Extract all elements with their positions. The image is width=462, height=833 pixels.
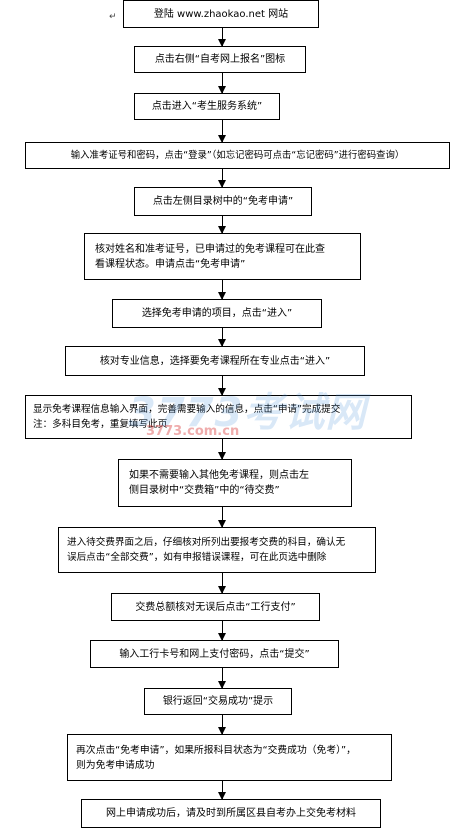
- step-select-item: 选择免考申请的项目，点击“进入”: [112, 299, 322, 328]
- flow-arrow: [218, 120, 226, 143]
- flow-arrow: [218, 715, 226, 735]
- flow-arrow: [218, 781, 226, 800]
- step-pay-all: 进入待交费界面之后，仔细核对所列出要报考交费的科目，确认无 误后点击“全部交费”…: [58, 527, 376, 573]
- step-verify-major-text: 核对专业信息，选择要免考课程所在专业点击“进入”: [99, 355, 331, 367]
- step-icbc-payment-text: 交费总额核对无误后点击“工行支付”: [135, 601, 296, 613]
- flow-arrow: [218, 216, 226, 234]
- flow-arrow: [218, 376, 226, 396]
- flow-arrow: [218, 573, 226, 594]
- step-pending-payment-line1: 如果不需要输入其他免考课程，则点击左: [129, 470, 309, 481]
- step-bank-success-text: 银行返回“交易成功”提示: [162, 696, 274, 707]
- flow-arrow: [218, 280, 226, 300]
- flow-arrow: [218, 73, 226, 94]
- step-submit-materials: 网上申请成功后，请及时到所属区县自考办上交免考材料: [81, 799, 381, 828]
- step-submit-materials-text: 网上申请成功后，请及时到所属区县自考办上交免考材料: [106, 808, 356, 819]
- step-login-text: 输入准考证号和密码，点击“登录”（如忘记密码可点击“忘记密码”进行密码查询）: [70, 150, 405, 161]
- flow-arrow: [218, 621, 226, 641]
- step-click-exemption-menu-text: 点击左侧目录树中的“免考申请”: [152, 196, 294, 207]
- step-login: 输入准考证号和密码，点击“登录”（如忘记密码可点击“忘记密码”进行密码查询）: [25, 142, 450, 169]
- step-enter-card-info: 输入工行卡号和网上支付密码，点击“提交”: [90, 640, 339, 668]
- step-icbc-payment: 交费总额核对无误后点击“工行支付”: [111, 593, 320, 621]
- step-confirm-status-line2: 则为免考申请成功: [76, 759, 155, 771]
- flow-arrow: [218, 328, 226, 347]
- step-visit-website: 登陆 www.zhaokao.net 网站: [123, 0, 319, 28]
- flow-arrow: [218, 169, 226, 188]
- flow-arrow: [218, 668, 226, 689]
- step-enter-service-system-text: 点击进入“考生服务系统”: [151, 101, 263, 112]
- step-submit-application-line1: 显示免考课程信息输入界面，完善需要输入的信息，点击“申请”完成提交: [33, 404, 341, 415]
- step-select-item-text: 选择免考申请的项目，点击“进入”: [141, 308, 293, 319]
- flow-arrow: [218, 439, 226, 460]
- step-click-exemption-menu: 点击左侧目录树中的“免考申请”: [134, 187, 312, 216]
- return-mark: ↵: [109, 12, 117, 22]
- step-enter-card-info-text: 输入工行卡号和网上支付密码，点击“提交”: [119, 648, 310, 660]
- step-pay-all-line2: 误后点击“全部交费”，如有申报错误课程，可在此页选中删除: [67, 552, 327, 563]
- step-confirm-status-line1: 再次点击“免考申请”，如果所报科目状态为“交费成功（免考）”，: [76, 744, 356, 756]
- step-enter-service-system: 点击进入“考生服务系统”: [134, 93, 280, 120]
- step-verify-identity-line1: 核对姓名和准考证号，已申请过的免考课程可在此查: [95, 243, 325, 255]
- step-submit-application: 显示免考课程信息输入界面，完善需要输入的信息，点击“申请”完成提交 注：多科目免…: [25, 395, 412, 439]
- flow-arrow: [218, 28, 226, 47]
- step-pay-all-line1: 进入待交费界面之后，仔细核对所列出要报考交费的科目，确认无: [67, 537, 346, 548]
- step-pending-payment: 如果不需要输入其他免考课程，则点击左 侧目录树中“交费箱”中的“待交费”: [118, 459, 352, 507]
- step-click-register-icon-text: 点击右侧“自考网上报名”图标: [154, 54, 286, 65]
- step-verify-identity: 核对姓名和准考证号，已申请过的免考课程可在此查 看课程状态。申请点击“免考申请”: [84, 233, 361, 280]
- step-submit-application-line2: 注：多科目免考，重复填写此页: [33, 419, 168, 430]
- step-verify-major: 核对专业信息，选择要免考课程所在专业点击“进入”: [65, 346, 365, 376]
- step-confirm-status: 再次点击“免考申请”，如果所报科目状态为“交费成功（免考）”， 则为免考申请成功: [67, 734, 392, 781]
- step-verify-identity-line2: 看课程状态。申请点击“免考申请”: [95, 258, 246, 270]
- step-click-register-icon: 点击右侧“自考网上报名”图标: [134, 46, 306, 73]
- step-visit-website-text: 登陆 www.zhaokao.net 网站: [153, 8, 289, 20]
- flow-arrow: [218, 507, 226, 528]
- step-pending-payment-line2: 侧目录树中“交费箱”中的“待交费”: [129, 485, 280, 496]
- step-bank-success: 银行返回“交易成功”提示: [144, 688, 292, 715]
